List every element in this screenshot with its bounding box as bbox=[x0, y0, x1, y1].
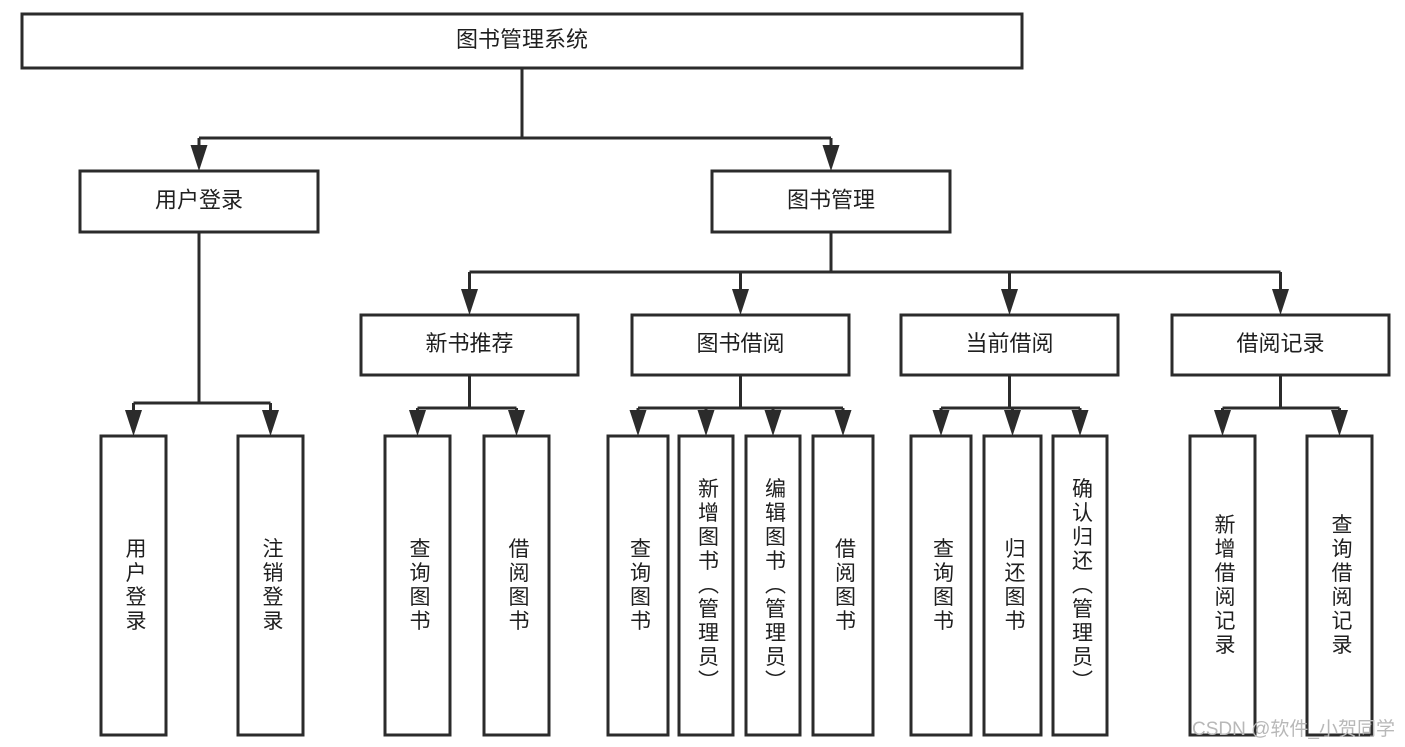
node-root[interactable]: 图书管理系统 bbox=[20, 12, 1024, 70]
node-leaf-edit-book[interactable]: 编辑图书（管理员） bbox=[744, 434, 802, 737]
node-label: 归还图书 bbox=[1002, 538, 1026, 634]
node-leaf-user-logout[interactable]: 注销登录 bbox=[236, 434, 305, 737]
node-label: 编辑图书（管理员） bbox=[762, 478, 786, 694]
node-box bbox=[630, 313, 851, 377]
node-label: 借阅图书 bbox=[506, 538, 530, 634]
node-borrow[interactable]: 图书借阅 bbox=[630, 313, 851, 377]
node-leaf-query-book-3[interactable]: 查询图书 bbox=[909, 434, 973, 737]
node-box bbox=[744, 434, 802, 737]
node-box bbox=[482, 434, 551, 737]
edge-arrowhead bbox=[1331, 410, 1348, 436]
edge-arrowhead bbox=[732, 289, 749, 315]
edge-arrowhead bbox=[190, 145, 208, 171]
edge-arrowhead bbox=[409, 410, 426, 436]
edge-arrowhead bbox=[834, 410, 852, 436]
node-label: 新书推荐 bbox=[425, 331, 513, 356]
edge-arrowhead bbox=[822, 145, 840, 171]
node-box bbox=[20, 12, 1024, 70]
node-bookmgmt[interactable]: 图书管理 bbox=[710, 169, 952, 234]
node-label: 借阅图书 bbox=[832, 538, 856, 634]
edge-arrowhead bbox=[697, 410, 715, 436]
node-login[interactable]: 用户登录 bbox=[78, 169, 320, 234]
edge-arrowhead bbox=[461, 289, 478, 315]
node-box bbox=[677, 434, 735, 737]
edge-arrowhead bbox=[932, 410, 950, 436]
node-box bbox=[1170, 313, 1391, 377]
node-label: 新增图书（管理员） bbox=[695, 478, 719, 694]
edge-arrowhead bbox=[1071, 410, 1089, 436]
node-current[interactable]: 当前借阅 bbox=[899, 313, 1120, 377]
edge-arrowhead bbox=[629, 410, 647, 436]
node-leaf-borrow-book-1[interactable]: 借阅图书 bbox=[482, 434, 551, 737]
node-label: 当前借阅 bbox=[965, 331, 1053, 356]
node-leaf-return-book[interactable]: 归还图书 bbox=[982, 434, 1043, 737]
node-leaf-borrow-book-2[interactable]: 借阅图书 bbox=[811, 434, 875, 737]
node-box bbox=[236, 434, 305, 737]
node-leaf-user-login[interactable]: 用户登录 bbox=[99, 434, 168, 737]
node-leaf-confirm-return[interactable]: 确认归还（管理员） bbox=[1051, 434, 1109, 737]
node-box bbox=[1051, 434, 1109, 737]
node-box bbox=[1305, 434, 1374, 737]
node-label: 查询图书 bbox=[930, 538, 954, 634]
nodes-layer: 图书管理系统用户登录图书管理新书推荐图书借阅当前借阅借阅记录用户登录注销登录查询… bbox=[20, 12, 1391, 737]
node-label: 图书管理 bbox=[787, 187, 875, 212]
node-box bbox=[383, 434, 452, 737]
node-leaf-query-book-1[interactable]: 查询图书 bbox=[383, 434, 452, 737]
edge-arrowhead bbox=[262, 410, 279, 436]
node-label: 图书管理系统 bbox=[456, 27, 588, 52]
node-label: 借阅记录 bbox=[1236, 331, 1324, 356]
node-leaf-query-record[interactable]: 查询借阅记录 bbox=[1305, 434, 1374, 737]
edges-layer bbox=[125, 68, 1348, 436]
node-box bbox=[811, 434, 875, 737]
node-label: 用户登录 bbox=[155, 187, 243, 212]
edge-arrowhead bbox=[1004, 410, 1021, 436]
node-label: 查询图书 bbox=[407, 538, 431, 634]
edge-arrowhead bbox=[1214, 410, 1231, 436]
node-label: 查询借阅记录 bbox=[1329, 514, 1353, 658]
node-box bbox=[359, 313, 580, 377]
node-box bbox=[78, 169, 320, 234]
node-leaf-add-record[interactable]: 新增借阅记录 bbox=[1188, 434, 1257, 737]
node-box bbox=[909, 434, 973, 737]
edge-arrowhead bbox=[125, 410, 142, 436]
node-label: 新增借阅记录 bbox=[1212, 514, 1236, 658]
node-label: 用户登录 bbox=[123, 538, 147, 634]
node-box bbox=[710, 169, 952, 234]
edge-arrowhead bbox=[1001, 289, 1018, 315]
node-box bbox=[606, 434, 670, 737]
node-label: 查询图书 bbox=[627, 538, 651, 634]
node-label: 图书借阅 bbox=[696, 331, 784, 356]
edge-arrowhead bbox=[508, 410, 525, 436]
node-box bbox=[982, 434, 1043, 737]
edge-arrowhead bbox=[1272, 289, 1289, 315]
node-box bbox=[99, 434, 168, 737]
node-label: 注销登录 bbox=[260, 538, 284, 634]
node-records[interactable]: 借阅记录 bbox=[1170, 313, 1391, 377]
node-box bbox=[899, 313, 1120, 377]
node-label: 确认归还（管理员） bbox=[1069, 478, 1093, 694]
watermark-text: CSDN @软件_小贺同学 bbox=[1192, 719, 1395, 740]
node-leaf-query-book-2[interactable]: 查询图书 bbox=[606, 434, 670, 737]
node-leaf-add-book[interactable]: 新增图书（管理员） bbox=[677, 434, 735, 737]
node-newrec[interactable]: 新书推荐 bbox=[359, 313, 580, 377]
edge-arrowhead bbox=[764, 410, 782, 436]
node-box bbox=[1188, 434, 1257, 737]
